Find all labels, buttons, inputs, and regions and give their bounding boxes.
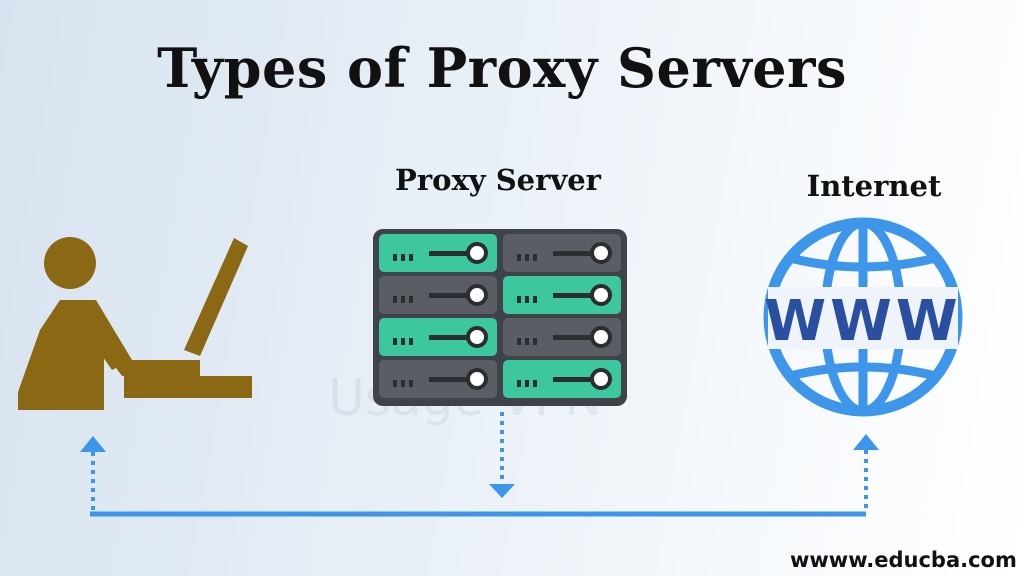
footer-url: wwww.educba.com bbox=[790, 548, 1017, 572]
globe-www-text: WWW bbox=[764, 289, 961, 354]
server-unit bbox=[503, 318, 621, 356]
internet-label: Internet bbox=[806, 169, 942, 203]
connector-lines bbox=[80, 412, 879, 517]
person-arm bbox=[70, 306, 128, 370]
person-head bbox=[44, 237, 96, 289]
desk-icon bbox=[124, 376, 252, 398]
server-unit bbox=[379, 318, 497, 356]
server-unit bbox=[503, 360, 621, 398]
internet-up-arrow bbox=[853, 434, 879, 450]
server-unit bbox=[379, 360, 497, 398]
proxy-down-arrow bbox=[489, 484, 515, 498]
user-up-arrow bbox=[80, 436, 106, 452]
page-title: Types of Proxy Servers bbox=[157, 36, 847, 100]
server-unit bbox=[379, 276, 497, 314]
server-unit bbox=[379, 234, 497, 272]
person-at-computer-icon bbox=[18, 237, 252, 410]
server-unit bbox=[503, 234, 621, 272]
proxy-server-label: Proxy Server bbox=[395, 163, 601, 197]
monitor-icon bbox=[184, 238, 248, 356]
globe-www-icon: WWW bbox=[763, 217, 963, 417]
server-rack-icon bbox=[373, 229, 627, 406]
server-unit bbox=[503, 276, 621, 314]
